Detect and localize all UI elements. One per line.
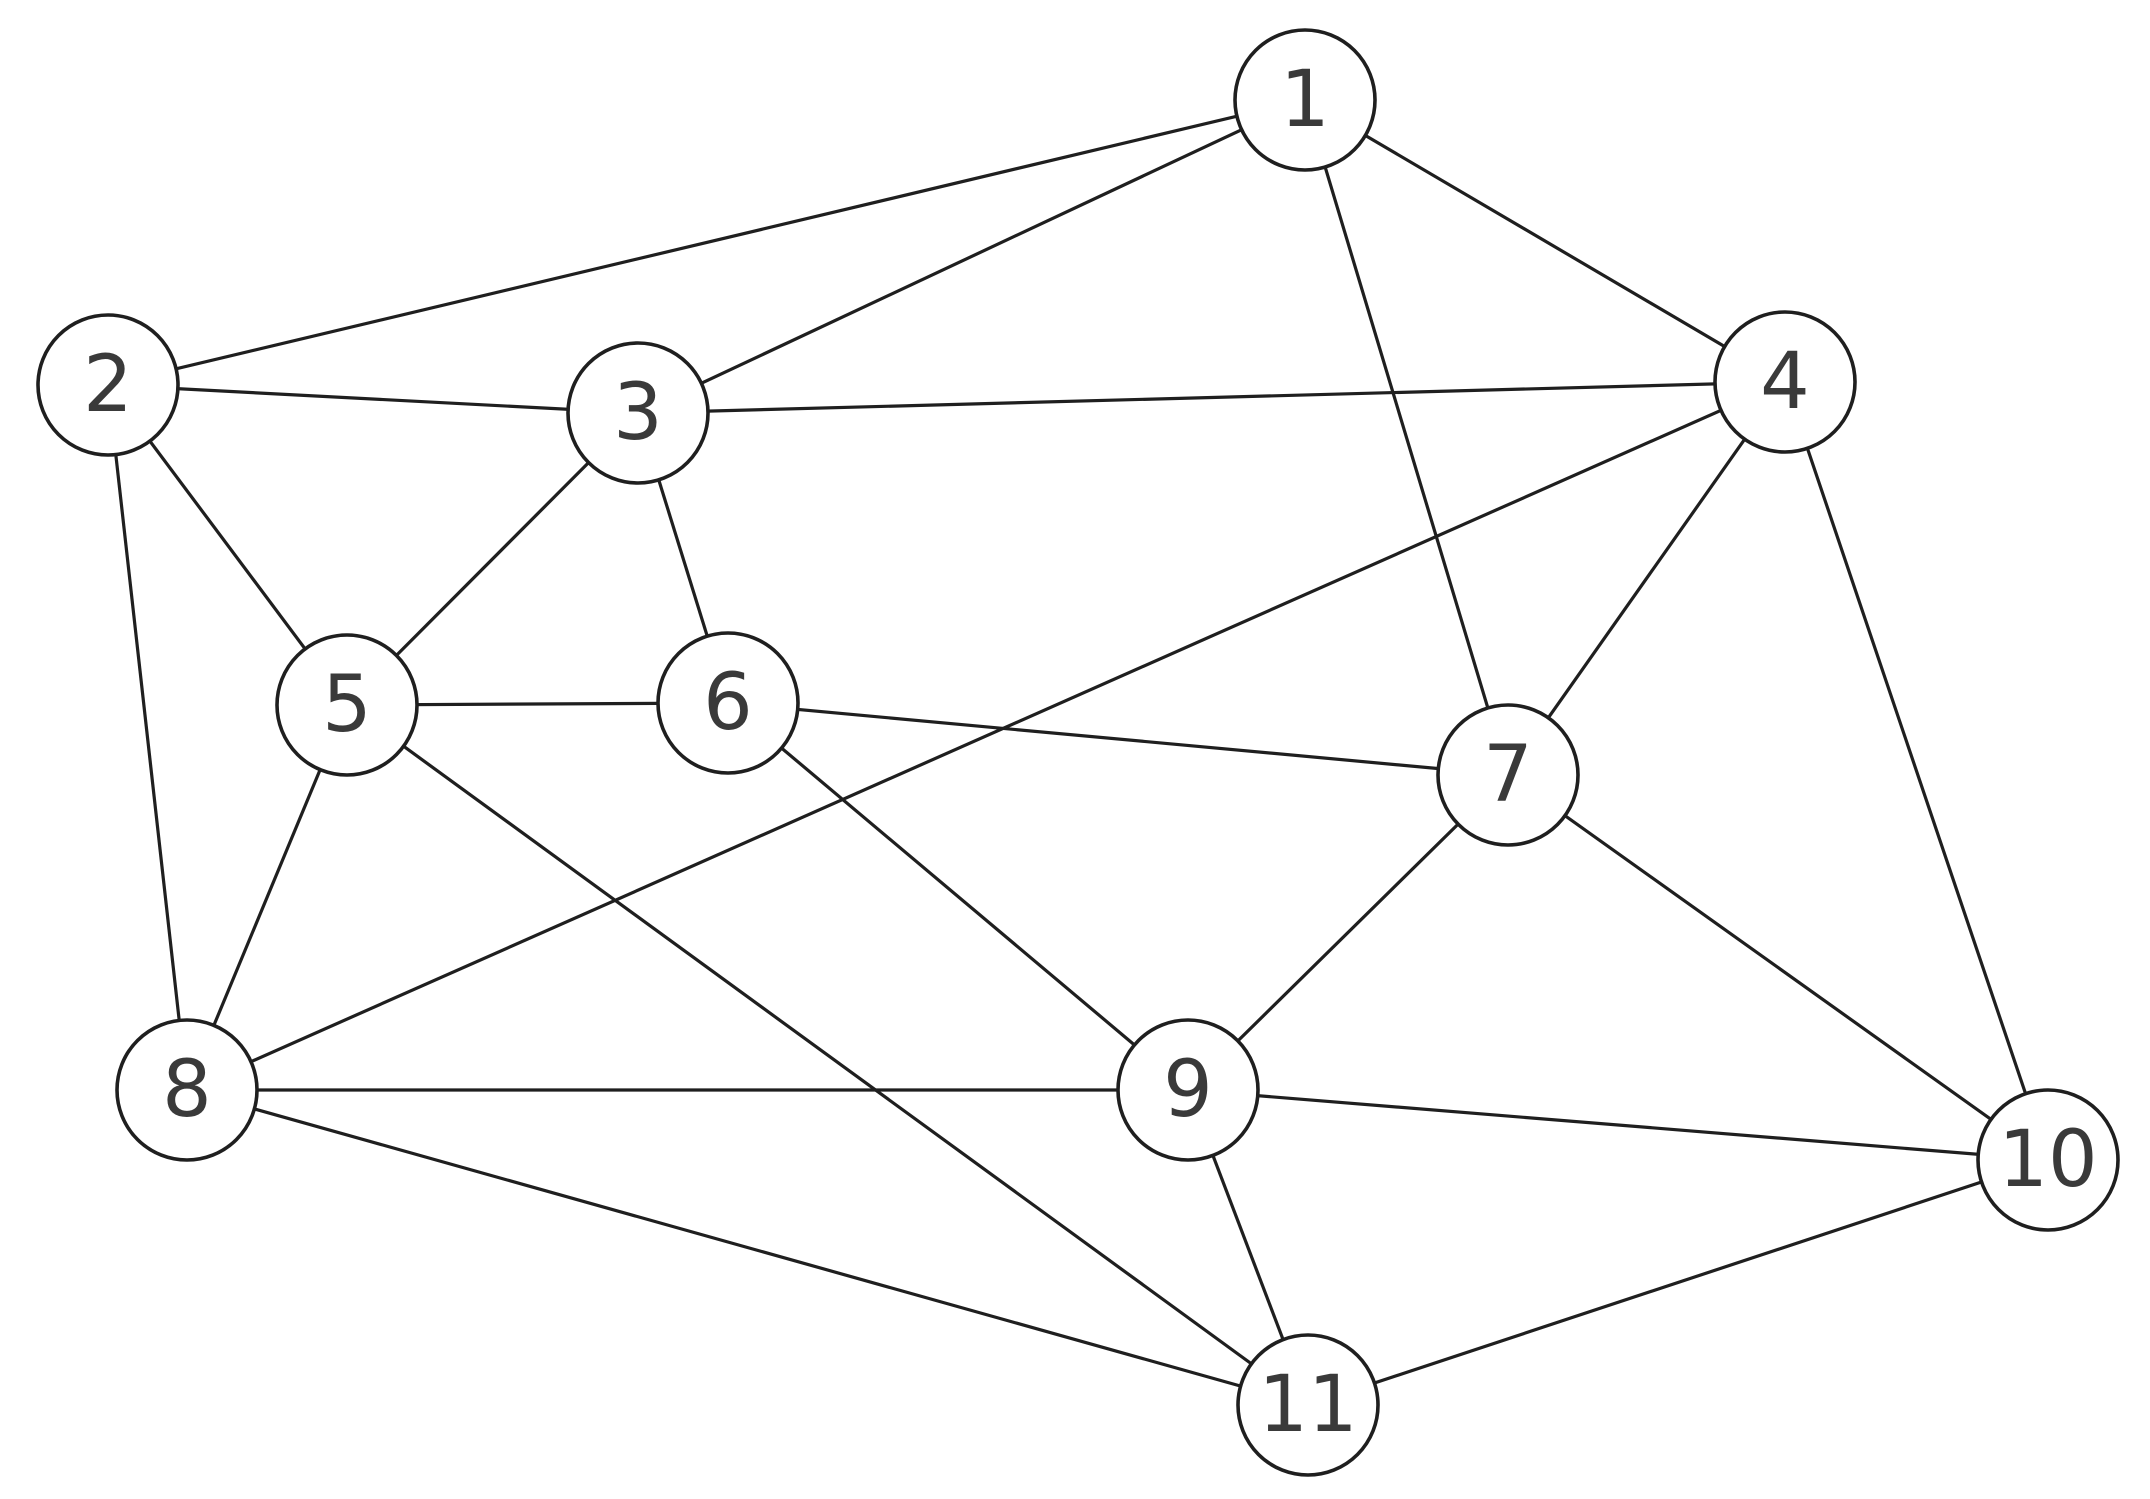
edge-9-10 [1187,1088,2049,1162]
node-2: 2 [36,313,180,457]
node-label-5: 5 [322,660,372,750]
edge-1-2 [107,98,1306,387]
edge-7-10 [1507,773,2049,1162]
node-circle-7 [1436,703,1580,847]
edge-6-9 [726,701,1190,1092]
node-label-9: 9 [1163,1045,1213,1135]
edge-2-3 [107,383,639,415]
node-label-10: 10 [1998,1115,2097,1205]
edge-2-8 [106,384,189,1091]
node-10: 10 [1976,1088,2120,1232]
edge-4-7 [1506,381,1787,776]
edge-4-8 [186,380,1786,1092]
node-7: 7 [1436,703,1580,847]
node-circle-1 [1233,28,1377,172]
node-label-1: 1 [1280,55,1330,145]
edge-3-4 [637,380,1786,415]
node-label-7: 7 [1483,730,1533,820]
node-9: 9 [1116,1018,1260,1162]
node-circle-11 [1236,1333,1380,1477]
node-circle-5 [275,633,419,777]
node-11: 11 [1236,1333,1380,1477]
node-circle-6 [656,631,800,775]
node-8: 8 [115,1018,259,1162]
node-circle-10 [1976,1088,2120,1232]
node-label-3: 3 [613,368,663,458]
node-3: 3 [566,341,710,485]
node-circle-8 [115,1018,259,1162]
edge-5-11 [346,703,1309,1407]
edge-1-4 [1304,98,1786,384]
edge-10-11 [1307,1158,2049,1407]
node-circle-2 [36,313,180,457]
node-5: 5 [275,633,419,777]
nodes-layer: 1 2 3 4 5 6 7 8 9 10 11 [36,28,2120,1477]
edge-1-3 [637,98,1306,415]
node-1: 1 [1233,28,1377,172]
node-label-2: 2 [83,340,133,430]
edge-1-7 [1303,99,1510,776]
node-label-4: 4 [1760,337,1810,427]
node-circle-3 [566,341,710,485]
node-circle-4 [1713,310,1857,454]
node-circle-9 [1116,1018,1260,1162]
node-label-6: 6 [703,658,753,748]
node-4: 4 [1713,310,1857,454]
node-label-8: 8 [162,1045,212,1135]
edge-6-7 [727,701,1509,777]
node-6: 6 [656,631,800,775]
node-label-11: 11 [1258,1360,1357,1450]
edge-8-11 [186,1088,1309,1407]
edge-7-9 [1186,773,1510,1092]
edge-4-10 [1783,381,2050,1161]
